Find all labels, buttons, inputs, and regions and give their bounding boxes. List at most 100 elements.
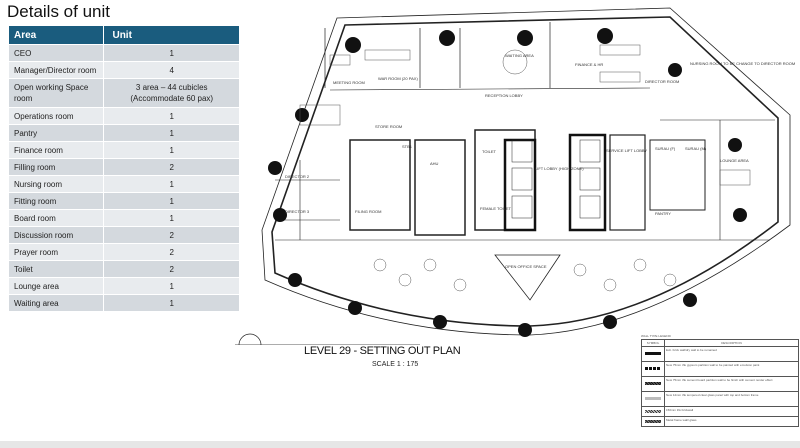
label-female-toilet: FEMALE TOILET [480,206,512,211]
header-area: Area [7,25,105,45]
label-open-office: OPEN OFFICE SPACE [505,264,547,269]
label-stb: STB1 [402,144,413,149]
area-cell: Fitting room [7,192,105,210]
legend-row: Metal frame wall/ glass [641,416,799,427]
legend-description: 150mm thk brickwall [664,406,799,417]
unit-cell: 1 [103,294,240,312]
legend-row: New 75mm thk gypsum partition wall to be… [641,361,799,377]
area-cell: Toilet [7,260,105,278]
area-cell: Waiting area [7,294,105,312]
unit-cell: 2 [103,243,240,261]
legend-description: New 75mm thk cement board partition wall… [664,376,799,392]
area-cell: Pantry [7,124,105,142]
label-filing: FILING ROOM [355,209,381,214]
bottom-bar [0,441,800,448]
structural-columns [268,28,747,337]
header-unit: Unit [103,25,240,45]
unit-cell: 1 [103,209,240,227]
unit-cell: 1 [103,124,240,142]
plan-title: LEVEL 29 - SETTING OUT PLAN [304,345,461,357]
label-director3: DIRECTOR 3 [285,209,310,214]
unit-cell: 1 [103,175,240,193]
legend-header-symbol: SYMBOL [641,339,665,347]
furniture [299,44,751,292]
legend-description: New 75mm thk gypsum partition wall to be… [664,361,799,377]
unit-cell: 2 [103,260,240,278]
wall-symbol-icon [645,367,661,370]
area-cell: Finance room [7,141,105,159]
legend-row: New 75mm thk cement board partition wall… [641,376,799,392]
table-header-row: Area Unit [7,25,240,45]
area-cell: Board room [7,209,105,227]
area-cell: Filling room [7,158,105,176]
wall-symbol-icon [645,409,661,413]
unit-cell: 1 [103,141,240,159]
area-cell: Manager/Director room [7,61,105,79]
legend-row: Exit. brick wall/dry wall to be remained [641,346,799,362]
unit-cell: 4 [103,61,240,79]
unit-cell: 2 [103,226,240,244]
label-lounge: LOUNGE AREA [720,158,749,163]
label-surau-f: SURAU (F) [655,146,676,151]
label-service-lobby: SERVICE LIFT LOBBY [606,148,648,153]
area-cell: Lounge area [7,277,105,295]
plan-scale: SCALE 1 : 175 [372,361,419,368]
legend-title: WALL TYPE LEGEND [641,334,671,338]
plan-title-marker [235,333,420,345]
label-toilet: TOILET [482,149,496,154]
label-surau-m: SURAU (M) [685,146,707,151]
label-meeting: MEETING ROOM [333,80,365,85]
wall-symbol-icon [645,397,661,400]
legend-row: New 12mm thk tempered clear glass panel … [641,391,799,407]
label-nursing-note: NURSING ROOM TO BE CHANGE TO DIRECTOR RO… [690,61,795,66]
label-director2: DIRECTOR 2 [285,174,310,179]
legend-description: New 12mm thk tempered clear glass panel … [664,391,799,407]
unit-cell: 1 [103,192,240,210]
label-director: DIRECTOR ROOM [645,79,679,84]
label-pantry: PANTRY [655,211,671,216]
label-lift-lobby: LIFT LOBBY (HIGH ZONE) [535,166,584,171]
page-title: Details of unit [7,2,110,21]
area-cell: Prayer room [7,243,105,261]
wall-symbol-icon [645,352,661,355]
floor-plan: WAR ROOM (20 PAX) MEETING ROOM WAITING A… [235,7,795,345]
legend-description: Exit. brick wall/dry wall to be remained [664,346,799,362]
legend-description: Metal frame wall/ glass [664,416,799,427]
wall-symbol-icon [645,419,661,423]
unit-cell: 1 [103,44,240,62]
label-waiting: WAITING AREA [505,53,534,58]
area-cell: Operations room [7,107,105,125]
unit-cell: 1 [103,277,240,295]
area-cell: Open working Space room [7,78,105,108]
legend-header-description: DESCRIPTION [664,339,799,347]
area-cell: CEO [7,44,105,62]
label-finance: FINANCE & HR [575,62,603,67]
label-store: STORE ROOM [375,124,402,129]
wall-symbol-icon [645,382,661,385]
unit-cell: 2 [103,158,240,176]
label-war-room: WAR ROOM (20 PAX) [378,76,418,81]
legend-row: 150mm thk brickwall [641,406,799,417]
area-cell: Nursing room [7,175,105,193]
area-cell: Discussion room [7,226,105,244]
label-reception: RECEPTION LOBBY [485,93,523,98]
unit-cell: 3 area – 44 cubicles (Accommodate 60 pax… [103,78,240,108]
label-ahu: AHU [430,161,439,166]
